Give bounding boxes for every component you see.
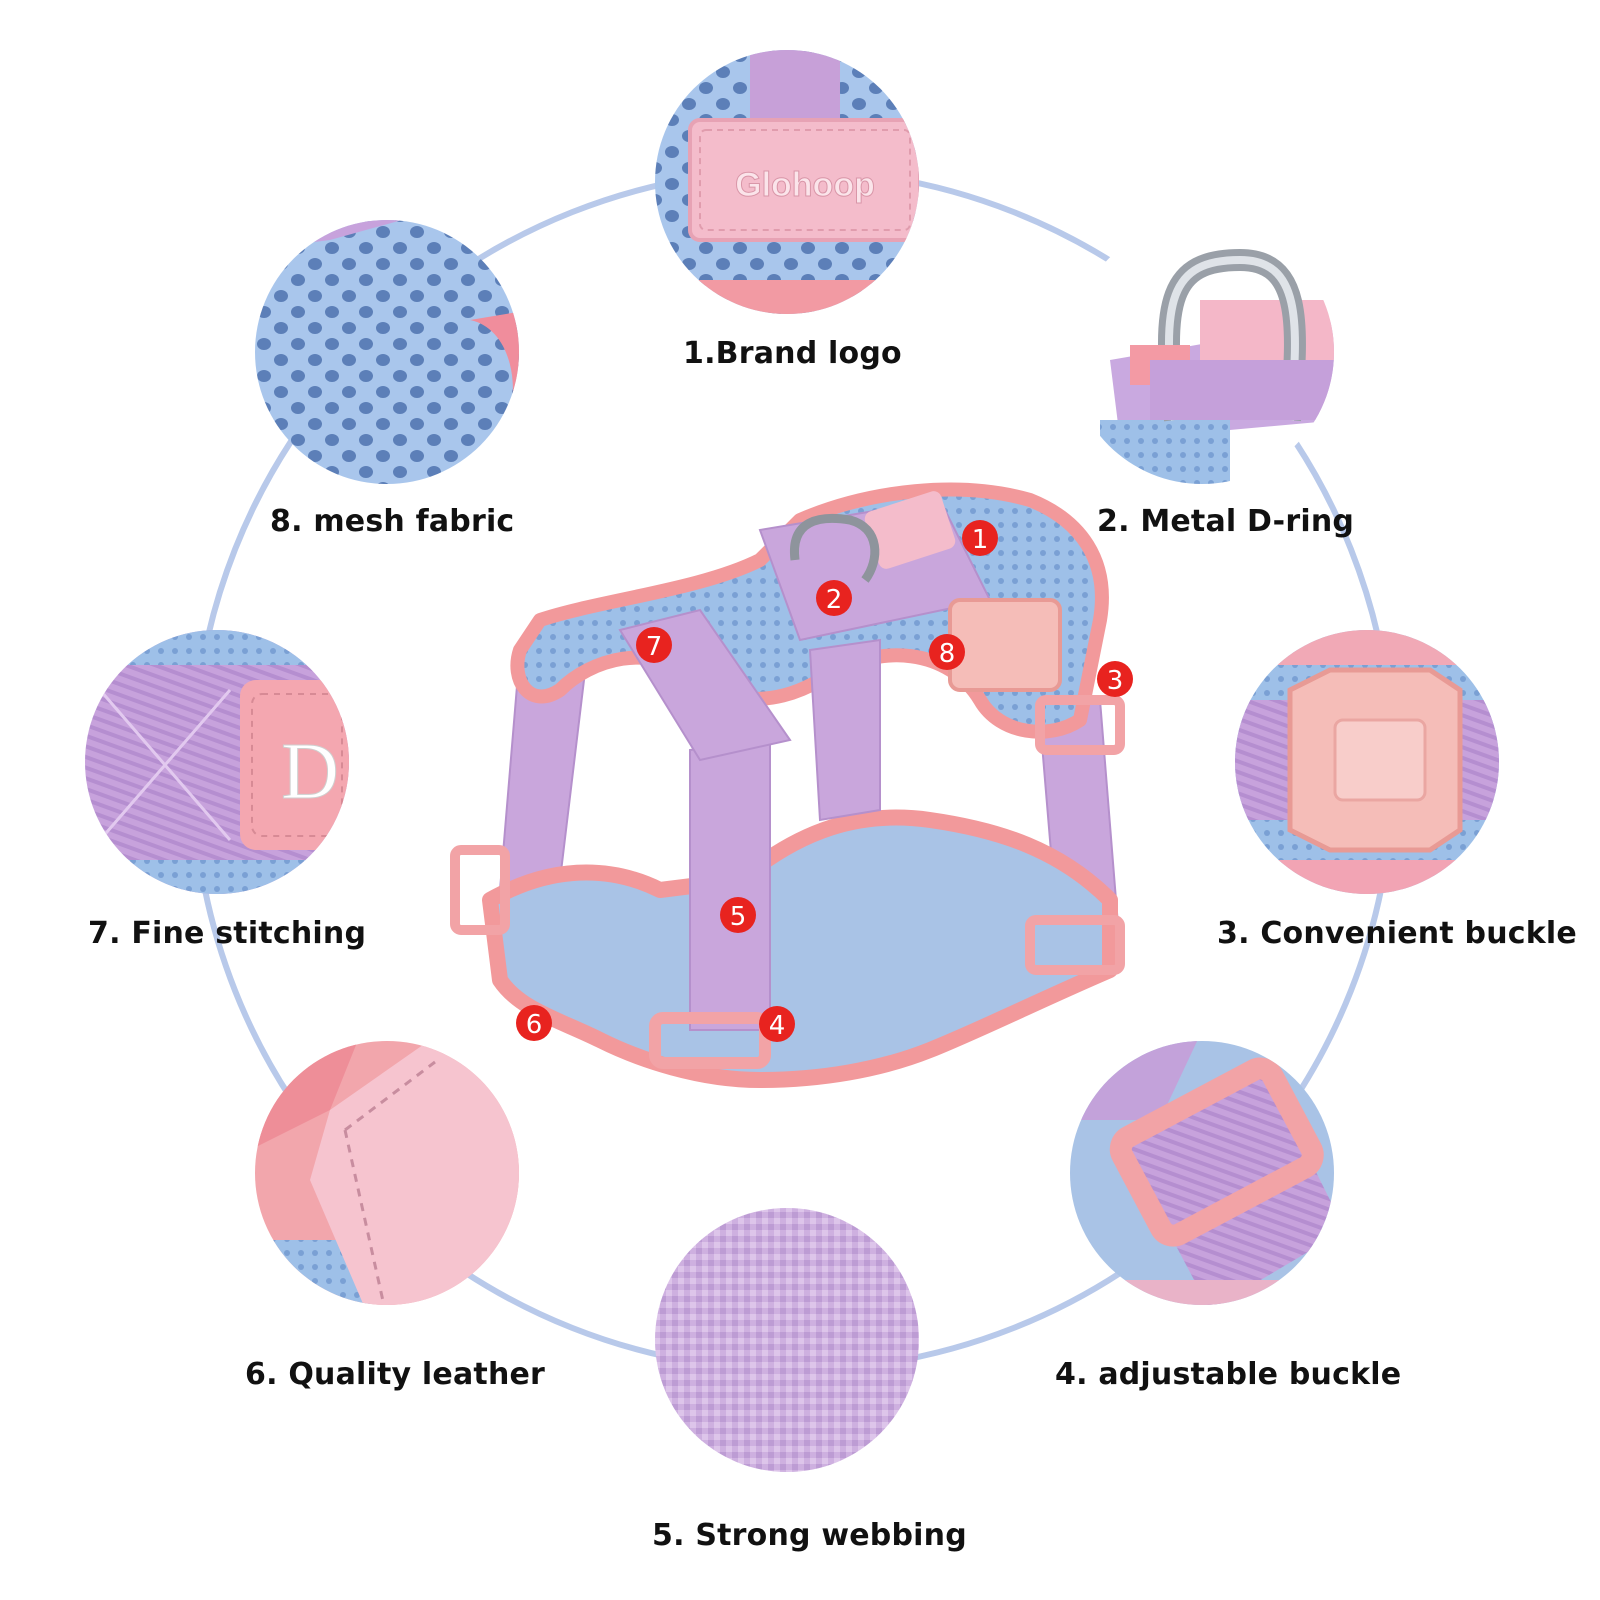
feature-label-convenient-buckle: 3. Convenient buckle: [1217, 916, 1577, 951]
marker-6: 6: [516, 1005, 552, 1041]
mesh-fabric-closeup-image: [255, 220, 519, 484]
feature-label-mesh-fabric: 8. mesh fabric: [270, 504, 515, 539]
tag-letter: D: [281, 728, 339, 816]
feature-label-brand-logo: 1.Brand logo: [683, 336, 902, 371]
brand-logo-text: Glohoop: [735, 166, 875, 204]
marker-1: 1: [962, 520, 998, 556]
marker-7: 7: [636, 627, 672, 663]
strong-webbing-closeup-image: [655, 1208, 919, 1472]
feature-label-strong-webbing: 5. Strong webbing: [652, 1518, 967, 1553]
fine-stitching-closeup-image: D: [85, 630, 349, 894]
marker-3-number: 3: [1107, 666, 1124, 696]
adjustable-buckle-closeup-image: [1070, 1041, 1334, 1305]
marker-6-number: 6: [526, 1010, 543, 1040]
brand-logo-closeup-image: Glohoop: [655, 50, 919, 314]
feature-label-metal-d-ring: 2. Metal D-ring: [1097, 504, 1355, 539]
marker-5-number: 5: [730, 902, 747, 932]
marker-3: 3: [1097, 661, 1133, 697]
harness-product-image: [450, 482, 1125, 1088]
marker-5: 5: [720, 897, 756, 933]
marker-8-number: 8: [939, 639, 956, 669]
marker-1-number: 1: [972, 525, 989, 555]
convenient-buckle-closeup-image: [1235, 630, 1499, 894]
quality-leather-closeup-image: [255, 1041, 519, 1305]
feature-label-fine-stitching: 7. Fine stitching: [88, 916, 367, 951]
marker-2: 2: [816, 580, 852, 616]
marker-4-number: 4: [769, 1011, 786, 1041]
feature-label-adjustable-buckle: 4. adjustable buckle: [1055, 1357, 1402, 1392]
feature-label-quality-leather: 6. Quality leather: [245, 1357, 546, 1392]
marker-2-number: 2: [826, 585, 843, 615]
marker-8: 8: [929, 634, 965, 670]
marker-4: 4: [759, 1006, 795, 1042]
marker-7-number: 7: [646, 632, 663, 662]
metal-d-ring-closeup-image: [1070, 220, 1334, 484]
